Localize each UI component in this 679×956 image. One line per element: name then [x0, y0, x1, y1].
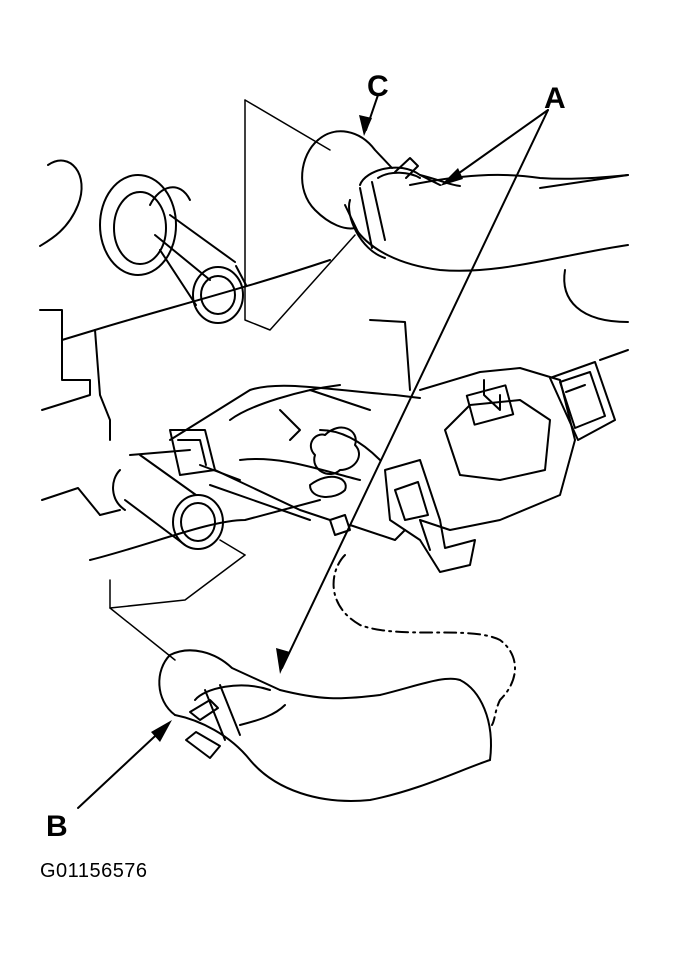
callout-label-b: B — [46, 810, 68, 843]
leader-arrows — [77, 94, 549, 809]
upper-hose — [301, 130, 629, 272]
fuel-pump-assembly — [239, 349, 629, 573]
lower-fitting-nozzle — [99, 429, 406, 550]
arrow-heads — [151, 115, 463, 742]
figure-id: G01156576 — [40, 860, 148, 882]
lower-hose — [158, 649, 492, 802]
upper-fitting-nozzle — [99, 174, 247, 324]
hose-routing-line — [332, 554, 516, 726]
callout-label-c: C — [367, 70, 389, 103]
callout-label-a: A — [544, 82, 566, 115]
background-outline — [39, 159, 629, 561]
guide-lines — [109, 99, 356, 661]
